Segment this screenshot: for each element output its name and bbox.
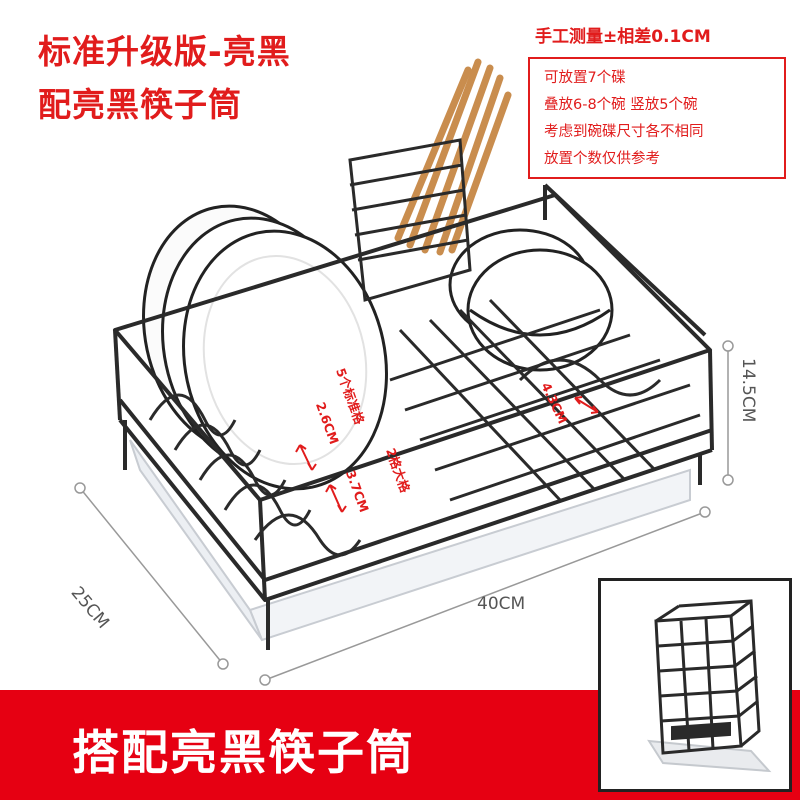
capacity-note-line: 放置个数仅供参考 [544, 151, 660, 167]
banner-text: 搭配亮黑筷子筒 [72, 726, 415, 781]
length-dimension: 40CM [477, 594, 526, 614]
capacity-note-line: 可放置7个碟 [544, 70, 626, 86]
chopstick-holder-photo [647, 599, 772, 773]
capacity-note-line: 叠放6-8个碗 竖放5个碗 [544, 97, 698, 113]
title-line-2: 配亮黑筷子筒 [38, 85, 242, 124]
plates [142, 204, 388, 491]
rack-grid [389, 298, 701, 502]
title-line-1: 标准升级版-亮黑 [38, 32, 291, 71]
capacity-note-line: 考虑到碗碟尺寸各不相同 [544, 124, 704, 140]
height-dimension: 14.5CM [738, 358, 758, 423]
rack-frame [113, 183, 714, 650]
plate-dividers [148, 358, 662, 557]
dimension-lines [74, 340, 734, 686]
bowls [448, 228, 614, 372]
capacity-note-box: 可放置7个碟 叠放6-8个碗 竖放5个碗 考虑到碗碟尺寸各不相同 放置个数仅供参… [528, 57, 786, 179]
chopstick-holder-inset [598, 578, 792, 792]
tolerance-note: 手工测量±相差0.1CM [535, 27, 711, 47]
drip-tray-side [129, 439, 263, 641]
gap-arrows [295, 396, 599, 513]
